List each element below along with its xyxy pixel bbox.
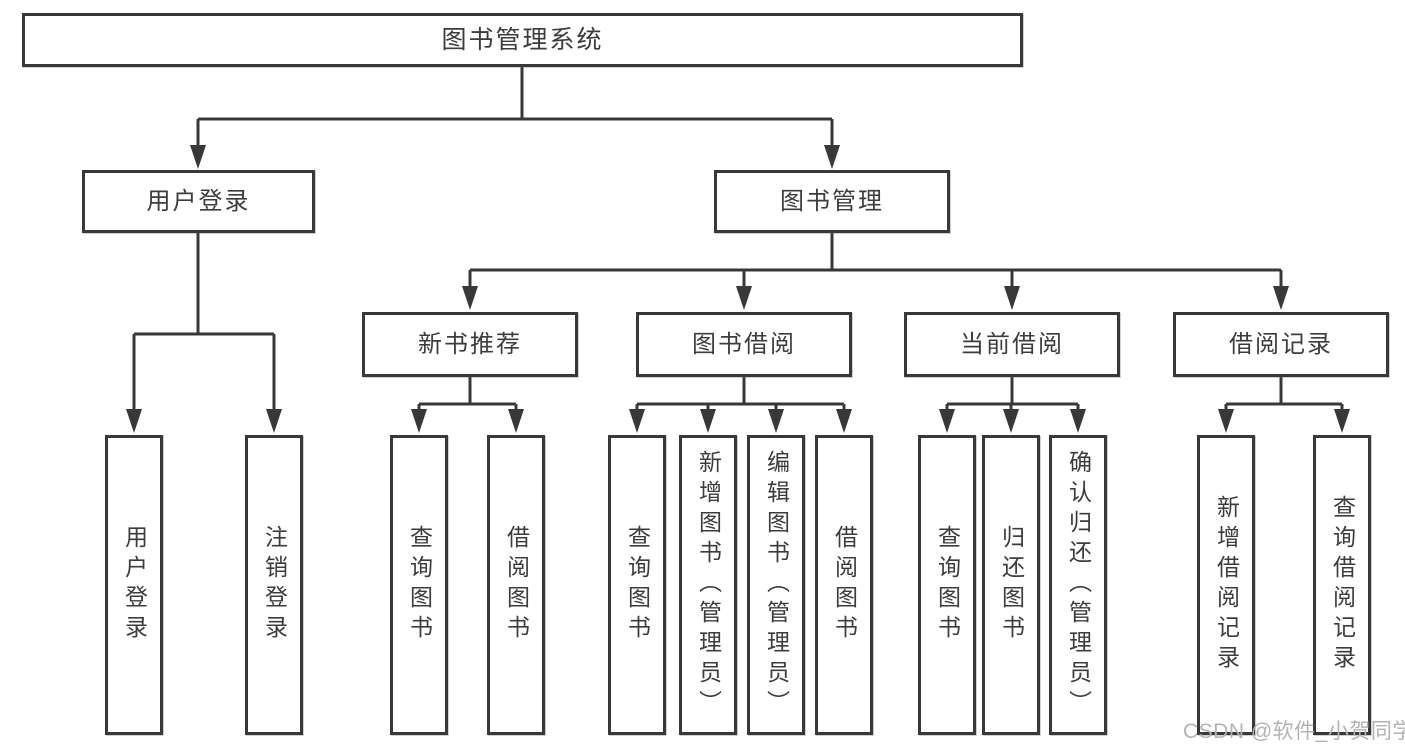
leaf-edit-books-admin: 编辑图书（管理员） xyxy=(747,435,805,735)
leaf-confirm-return-admin: 确认归还（管理员） xyxy=(1049,435,1107,735)
node-current-borrowing: 当前借阅 xyxy=(904,312,1120,377)
csdn-watermark: CSDN @软件_小贺同学 xyxy=(1183,720,1405,743)
leaf-query-borrow-record: 查询借阅记录 xyxy=(1313,435,1371,735)
node-label: 当前借阅 xyxy=(960,330,1064,358)
leaf-label: 新增图书（管理员） xyxy=(695,450,722,720)
node-new-book-recommend: 新书推荐 xyxy=(362,312,578,377)
leaf-label: 用户登录 xyxy=(121,525,148,645)
leaf-borrow-books: 借阅图书 xyxy=(487,435,545,735)
leaf-label: 归还图书 xyxy=(998,525,1025,645)
leaf-query-books: 查询图书 xyxy=(390,435,448,735)
leaf-label: 查询图书 xyxy=(934,525,961,645)
leaf-return-books: 归还图书 xyxy=(982,435,1040,735)
node-book-management: 图书管理 xyxy=(714,170,950,233)
node-label: 借阅记录 xyxy=(1229,330,1333,358)
node-label: 用户登录 xyxy=(146,187,251,215)
leaf-borrow-books: 借阅图书 xyxy=(815,435,873,735)
node-book-borrowing: 图书借阅 xyxy=(636,312,852,377)
node-user-login: 用户登录 xyxy=(82,170,315,233)
leaf-label: 查询图书 xyxy=(624,525,651,645)
leaf-label: 编辑图书（管理员） xyxy=(763,450,790,720)
leaf-label: 借阅图书 xyxy=(503,525,530,645)
leaf-label: 注销登录 xyxy=(261,525,288,645)
leaf-label: 新增借阅记录 xyxy=(1213,495,1240,675)
leaf-add-books-admin: 新增图书（管理员） xyxy=(679,435,737,735)
leaf-user-login: 用户登录 xyxy=(105,435,163,735)
connector-paths xyxy=(132,66,1344,414)
node-label: 新书推荐 xyxy=(418,330,522,358)
leaf-query-books: 查询图书 xyxy=(608,435,666,735)
leaf-logout: 注销登录 xyxy=(245,435,303,735)
node-label: 图书借阅 xyxy=(692,330,796,358)
leaf-label: 确认归还（管理员） xyxy=(1065,450,1092,720)
node-label: 图书管理 xyxy=(780,187,884,215)
arrowheads xyxy=(126,145,1350,433)
leaf-label: 查询图书 xyxy=(406,525,433,645)
leaf-label: 借阅图书 xyxy=(831,525,858,645)
leaf-query-books: 查询图书 xyxy=(918,435,976,735)
node-label: 图书管理系统 xyxy=(441,25,604,54)
leaf-label: 查询借阅记录 xyxy=(1329,495,1356,675)
node-borrowing-records: 借阅记录 xyxy=(1173,312,1389,377)
leaf-add-borrow-record: 新增借阅记录 xyxy=(1197,435,1255,735)
node-library-management-system: 图书管理系统 xyxy=(22,13,1023,67)
